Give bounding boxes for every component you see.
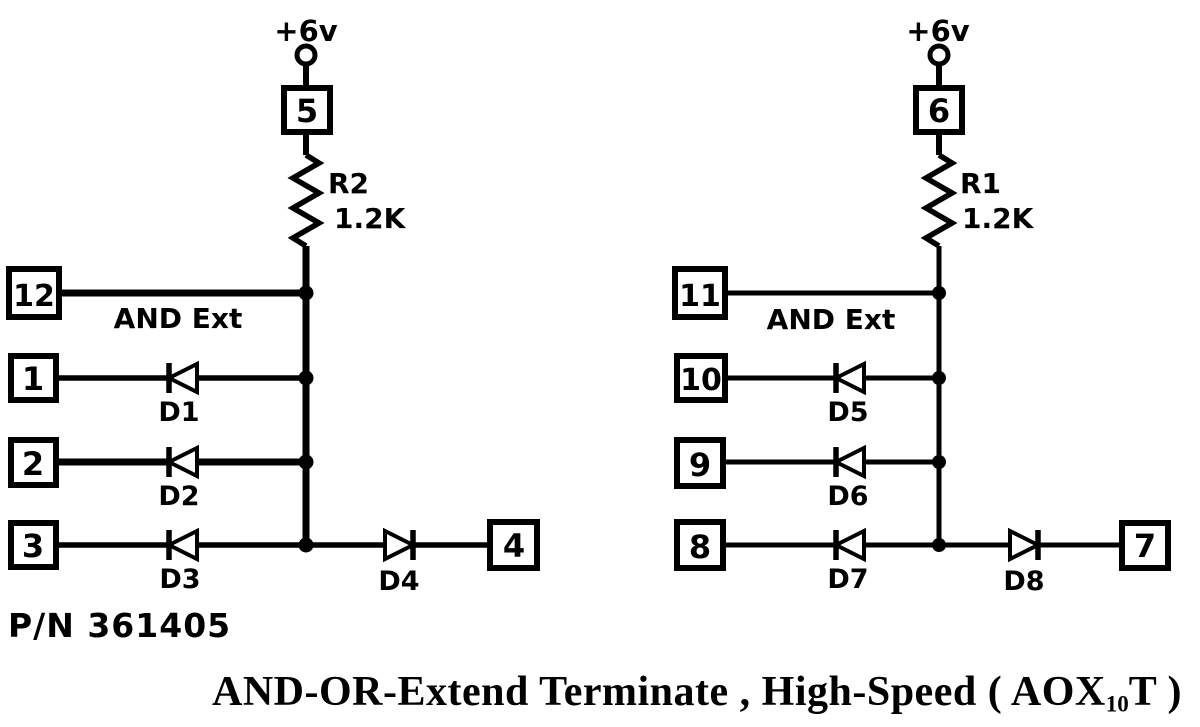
pin-number: 4 bbox=[503, 527, 525, 565]
supply-terminal-icon bbox=[927, 43, 951, 67]
diode-label: D4 bbox=[378, 566, 419, 597]
junction-dot bbox=[298, 537, 314, 553]
diode-symbol bbox=[164, 444, 199, 480]
junction-dot bbox=[932, 371, 946, 385]
diode-symbol bbox=[831, 527, 866, 563]
pin-number: 9 bbox=[689, 446, 711, 484]
pin-number: 12 bbox=[13, 279, 55, 314]
pin-box bbox=[672, 266, 728, 320]
supply-voltage-label: +6v bbox=[274, 14, 337, 48]
right-circuit: +6v 6 R1 1.2K 11 AND Ext 10 D5 9 D6 bbox=[672, 14, 1171, 597]
junction-dot bbox=[932, 455, 946, 469]
junction-dot bbox=[298, 370, 314, 386]
figure-title-prefix: AND-OR-Extend Terminate , High-Speed ( A… bbox=[212, 669, 1106, 715]
diode-symbol bbox=[164, 527, 199, 563]
supply-terminal-icon bbox=[294, 43, 318, 67]
resistor-value: 1.2K bbox=[334, 202, 407, 235]
pin-number: 3 bbox=[22, 527, 44, 565]
left-circuit: +6v 5 R2 1.2K 12 AND Ext 1 D1 2 D2 bbox=[6, 14, 540, 597]
pin-number: 1 bbox=[22, 360, 44, 398]
and-ext-label: AND Ext bbox=[114, 302, 243, 335]
diode-symbol bbox=[164, 360, 199, 396]
pin-box bbox=[6, 266, 62, 320]
pin-number: 6 bbox=[928, 92, 950, 130]
pin-box bbox=[674, 437, 726, 489]
pin-number: 5 bbox=[296, 92, 318, 130]
pin-number: 11 bbox=[679, 279, 721, 314]
diode-label: D6 bbox=[827, 481, 868, 512]
pin-box bbox=[487, 519, 540, 571]
diode-symbol bbox=[831, 360, 866, 396]
resistor-symbol bbox=[287, 152, 325, 249]
pin-box bbox=[8, 353, 59, 403]
diode-symbol bbox=[831, 444, 866, 480]
diode-label: D8 bbox=[1003, 566, 1044, 597]
pin-number: 10 bbox=[680, 363, 722, 398]
supply-voltage-label: +6v bbox=[906, 14, 969, 48]
pin-number: 7 bbox=[1134, 527, 1156, 565]
junction-dot bbox=[298, 454, 314, 470]
figure-title: AND-OR-Extend Terminate , High-Speed ( A… bbox=[212, 668, 1182, 717]
figure-title-suffix: T ) bbox=[1128, 669, 1183, 715]
resistor-name: R2 bbox=[328, 167, 369, 200]
pin-box bbox=[8, 437, 59, 488]
figure-title-subscript: 10 bbox=[1105, 690, 1129, 717]
part-number: P/N 361405 bbox=[8, 606, 232, 645]
junction-dot bbox=[932, 538, 946, 552]
diode-label: D2 bbox=[158, 481, 199, 512]
diode-label: D7 bbox=[827, 564, 868, 595]
diode-symbol bbox=[383, 527, 418, 563]
resistor-symbol bbox=[920, 152, 958, 249]
junction-dot bbox=[298, 285, 314, 301]
and-ext-label: AND Ext bbox=[767, 303, 896, 336]
diode-label: D1 bbox=[158, 397, 199, 428]
junction-dot bbox=[932, 286, 946, 300]
pin-number: 2 bbox=[22, 445, 44, 483]
resistor-value: 1.2K bbox=[962, 202, 1035, 235]
pin-number: 8 bbox=[689, 528, 711, 566]
pin-box bbox=[1119, 520, 1171, 571]
diode-label: D5 bbox=[827, 397, 868, 428]
resistor-name: R1 bbox=[960, 167, 1001, 200]
pin-box bbox=[8, 520, 59, 570]
diode-label: D3 bbox=[159, 564, 200, 595]
diode-symbol bbox=[1008, 527, 1043, 563]
